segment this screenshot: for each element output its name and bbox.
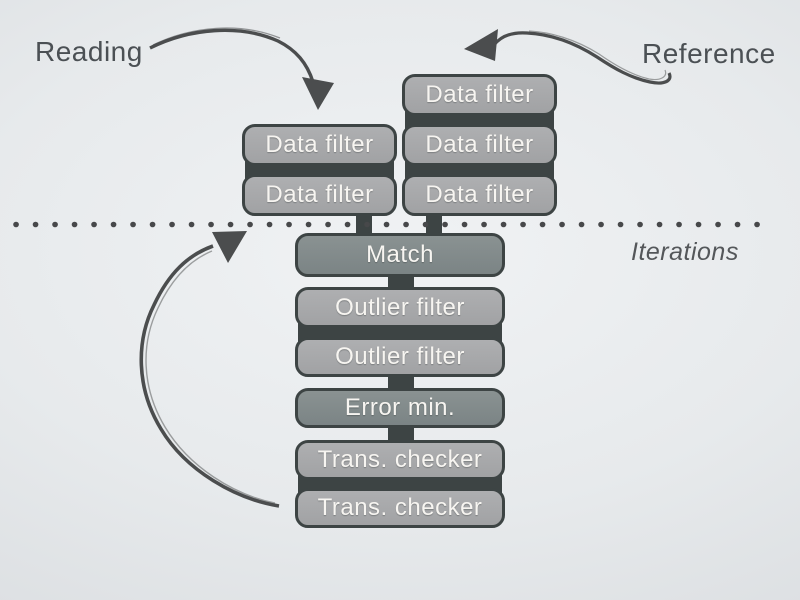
pipeline-box-match: Match — [295, 233, 505, 277]
box-label: Data filter — [425, 81, 534, 108]
box-label: Outlier filter — [335, 343, 465, 370]
pipeline-box-trans-checker: Trans. checker — [295, 440, 505, 480]
reading-arrow — [149, 27, 334, 110]
box-label: Data filter — [265, 131, 374, 158]
box-label: Data filter — [265, 181, 374, 208]
box-label: Trans. checker — [317, 446, 483, 473]
box-label: Data filter — [425, 181, 534, 208]
reading-label: Reading — [35, 36, 143, 67]
box-label: Outlier filter — [335, 293, 465, 321]
reading-stack-box: Data filter — [242, 174, 397, 216]
pipeline-box-outlier-filter: Outlier filter — [295, 287, 505, 328]
box-label: Trans. checker — [317, 494, 483, 521]
box-label: Match — [366, 241, 434, 268]
arrowhead-icon — [464, 29, 498, 61]
pipeline-box-trans-checker: Trans. checker — [295, 488, 505, 528]
iterations-label: Iterations — [631, 238, 739, 266]
pipeline-box-error-min: Error min. — [295, 388, 505, 428]
reference-label: Reference — [642, 38, 776, 69]
reference-stack-box: Data filter — [402, 74, 557, 116]
iteration-loop-arrow — [139, 231, 280, 508]
reference-stack-box: Data filter — [402, 174, 557, 216]
arrowhead-icon — [302, 77, 334, 110]
box-label: Error min. — [344, 394, 456, 421]
reference-stack-box: Data filter — [402, 124, 557, 166]
reading-stack-box: Data filter — [242, 124, 397, 166]
arrowhead-icon — [212, 231, 247, 263]
pipeline-box-outlier-filter: Outlier filter — [295, 337, 505, 377]
box-label: Data filter — [425, 131, 534, 158]
